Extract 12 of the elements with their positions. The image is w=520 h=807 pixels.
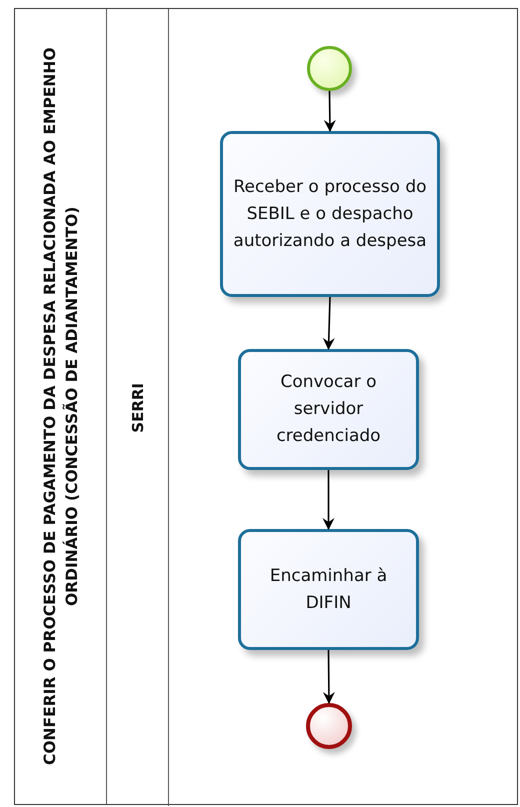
sequence-arrow	[322, 470, 334, 530]
lane-title: SERRI	[128, 382, 148, 432]
sequence-arrow	[322, 650, 335, 704]
end-event	[306, 703, 352, 749]
start-event	[307, 46, 352, 91]
sequence-arrow	[324, 90, 336, 132]
task-box: Encaminhar à DIFIN	[238, 529, 419, 650]
task-box: Convocar o servidor credenciado	[238, 349, 419, 470]
task-box: Receber o processo do SEBIL e o despacho autorizando a despesa	[220, 131, 440, 297]
pool-title: CONFERIR O PROCESSO DE PAGAMENTO DA DESPESA RELACIONADA AO EMPENHO ORDINÁRIO (CONCESSÃO DE ADIANTAMENTO)	[40, 46, 82, 768]
pool	[14, 8, 518, 805]
sequence-arrow	[322, 296, 335, 350]
